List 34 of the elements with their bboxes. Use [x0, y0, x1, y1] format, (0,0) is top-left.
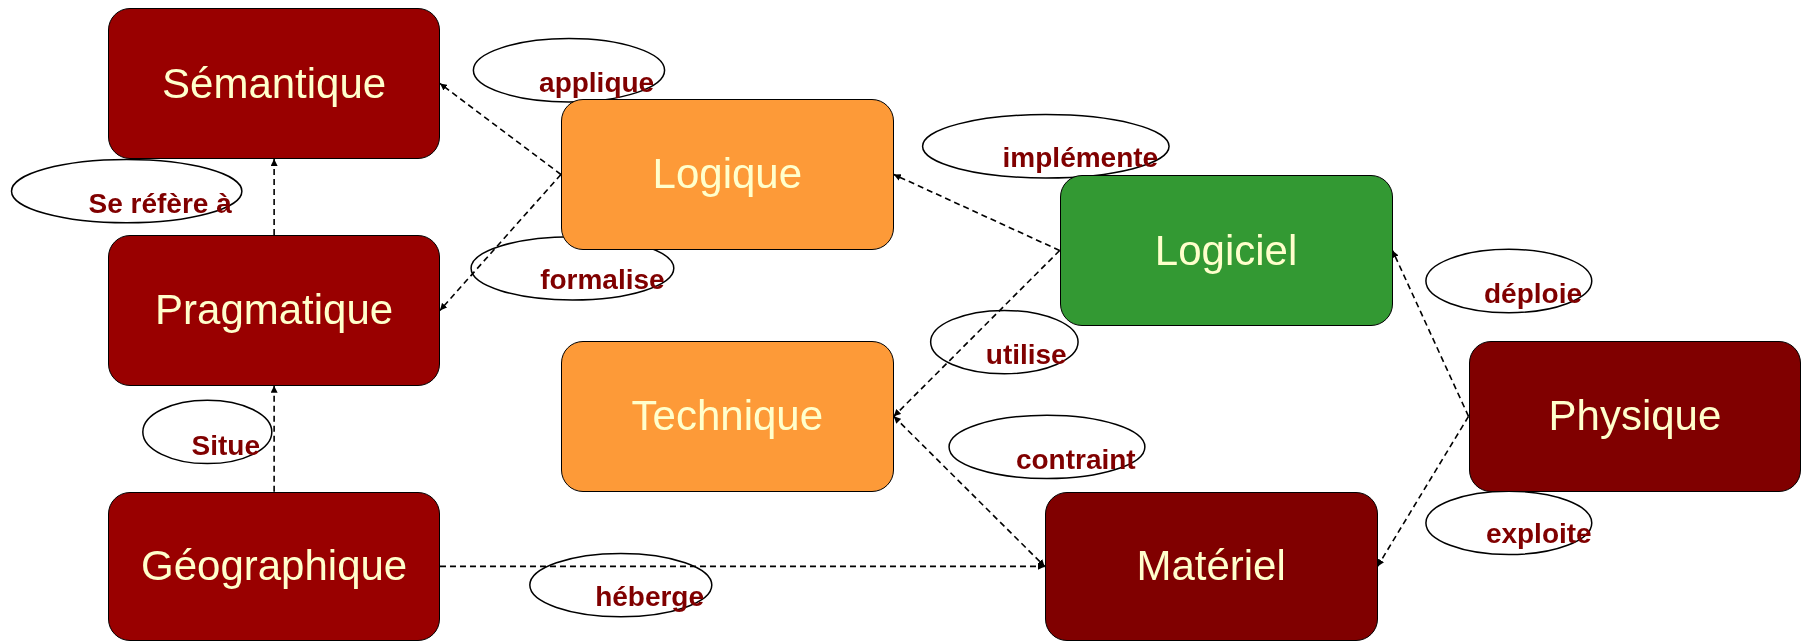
edge-label: Situe: [191, 431, 260, 460]
dashed-arrow: [270, 385, 278, 493]
dashed-arrow: [893, 173, 1061, 252]
node-label: Physique: [1548, 392, 1722, 441]
dashed-arrow: [439, 82, 562, 176]
dashed-arrow: [893, 249, 1061, 418]
concept-box: [1044, 491, 1378, 641]
concept-box: [108, 8, 440, 159]
concept-box: [560, 99, 894, 250]
node-label: Matériel: [1136, 542, 1286, 591]
edge-label: implémente: [1002, 143, 1159, 172]
concept-box: [1059, 175, 1393, 326]
edge-label: héberge: [595, 582, 705, 611]
concept-box: [1468, 340, 1802, 492]
node-label: Logiciel: [1154, 226, 1298, 275]
node-label: Pragmatique: [155, 286, 394, 335]
edge-label: utilise: [985, 340, 1067, 369]
concept-box: [108, 491, 440, 641]
node-label: Géographique: [141, 542, 408, 591]
dashed-arrow: [1391, 249, 1470, 418]
concept-box: [560, 340, 894, 492]
dashed-arrow: [439, 562, 1046, 570]
edge-label: déploie: [1484, 279, 1582, 308]
node-label: Technique: [631, 392, 824, 441]
edge-label: formalise: [540, 265, 665, 294]
edge-label: contraint: [1015, 445, 1136, 474]
node-label: Sémantique: [162, 59, 387, 108]
edge-label: applique: [539, 68, 655, 97]
dashed-arrow: [439, 173, 562, 312]
concept-box: [108, 234, 440, 386]
dashed-arrow: [1376, 415, 1470, 568]
dashed-arrow: [893, 415, 1046, 568]
dashed-arrow: [270, 158, 278, 236]
node-label: Logique: [652, 150, 803, 199]
